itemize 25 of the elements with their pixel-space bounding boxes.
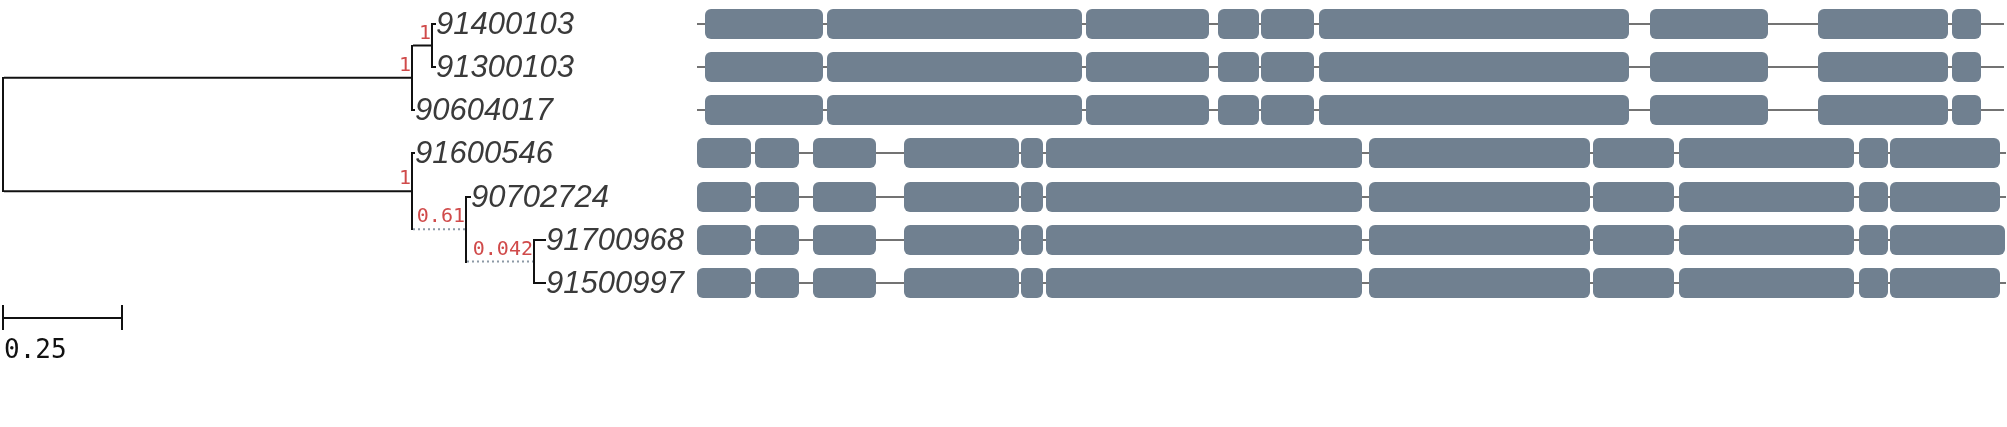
gene-id-label: 91600546 xyxy=(415,137,553,168)
tree-branch xyxy=(534,282,547,284)
tree-branch xyxy=(432,23,437,25)
gene-id-label: 91700968 xyxy=(546,224,684,255)
support-value: 1 xyxy=(418,22,431,41)
scale-label: 0.25 xyxy=(4,336,67,362)
dotted-branch xyxy=(412,228,466,231)
tree-branch xyxy=(534,239,547,241)
tree-branch xyxy=(412,109,416,111)
tree-branch xyxy=(432,66,437,68)
support-value: 0.61 xyxy=(416,206,465,225)
tree-branch xyxy=(466,196,472,198)
support-value: 1 xyxy=(398,54,411,73)
tree-branch xyxy=(3,76,412,79)
gene-id-label: 90702724 xyxy=(471,181,609,212)
gene-id-label: 91300103 xyxy=(436,51,574,82)
tree-branch xyxy=(412,152,416,154)
support-value: 1 xyxy=(398,168,411,187)
support-value: 0.042 xyxy=(472,238,533,257)
tree-branch xyxy=(3,190,412,193)
gene-id-label: 91400103 xyxy=(436,8,574,39)
gene-id-label: 90604017 xyxy=(415,94,553,125)
dotted-branch xyxy=(466,260,534,263)
tree-branch xyxy=(412,44,432,47)
gene-id-label: 91500997 xyxy=(546,267,684,298)
